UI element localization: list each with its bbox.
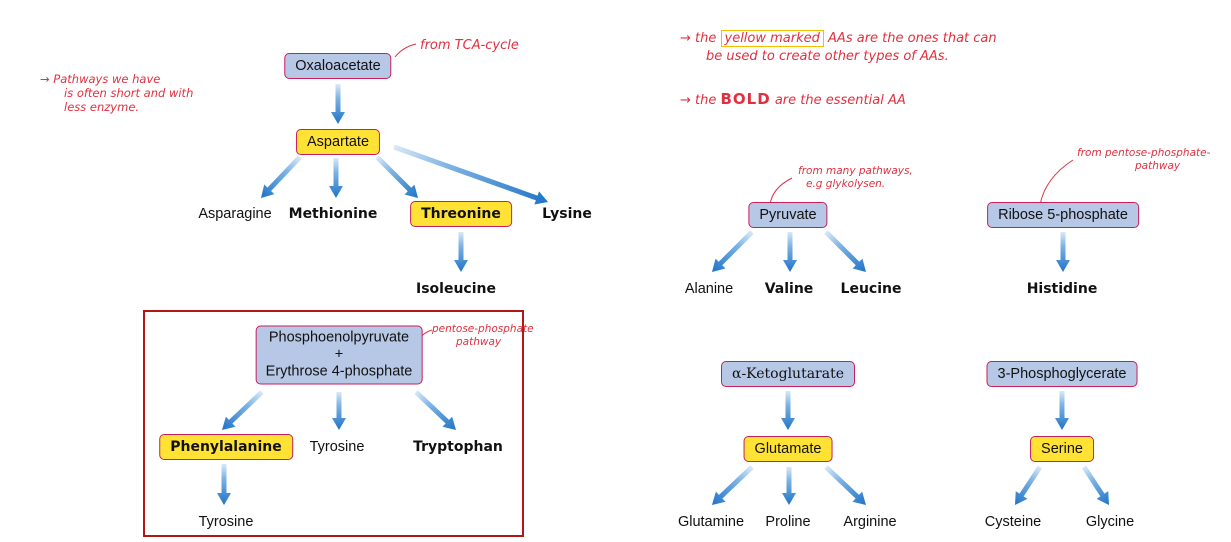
note-bold-pre: → the bbox=[680, 93, 717, 108]
arrow-pyruvate-valine bbox=[783, 232, 797, 272]
node-oxaloacetate: Oxaloacetate bbox=[284, 53, 392, 79]
node-tyrosine-mid: Tyrosine bbox=[309, 439, 365, 455]
node-3-phosphoglycerate: 3-Phosphoglycerate bbox=[986, 361, 1138, 387]
arrow-threonine-isoleucine bbox=[454, 232, 468, 272]
note-ribose-2: pathway bbox=[1135, 160, 1181, 172]
note-many-2: e.g glykolysen. bbox=[806, 178, 886, 190]
node-tryptophan: Tryptophan bbox=[413, 439, 503, 455]
arrow-aspartate-asparagine bbox=[261, 155, 302, 199]
note-yellow-marked: → the yellow marked AAs are the ones tha… bbox=[680, 30, 997, 66]
node-alanine: Alanine bbox=[684, 281, 734, 297]
node-histidine: Histidine bbox=[1026, 281, 1098, 297]
note-pathways-line-2: is often short and with bbox=[64, 86, 194, 100]
arrow-aspartate-threonine bbox=[375, 155, 419, 199]
arrow-glutamate-glutamine bbox=[712, 465, 754, 506]
note-ribose-pentose: from pentose-phosphate- pathway bbox=[1077, 147, 1210, 173]
node-tyrosine-low: Tyrosine bbox=[198, 514, 254, 530]
node-alpha-ketoglutarate: α-Ketoglutarate bbox=[721, 361, 855, 387]
pointer-ribose bbox=[1039, 159, 1074, 206]
node-aspartate: Aspartate bbox=[295, 129, 381, 155]
arrow-serine-cysteine bbox=[1015, 465, 1043, 506]
note-many-1: from many pathways, bbox=[798, 165, 913, 177]
arrow-aspartate-methionine bbox=[329, 158, 343, 198]
note-many-pathways: from many pathways, e.g glykolysen. bbox=[798, 165, 913, 191]
note-bold-essential: → the BOLD are the essential AA bbox=[680, 90, 906, 110]
pep-line-2: Erythrose 4-phosphate bbox=[265, 363, 413, 380]
node-leucine: Leucine bbox=[840, 281, 902, 297]
node-serine: Serine bbox=[1030, 436, 1094, 462]
arrow-pep-phenylalanine bbox=[222, 390, 264, 431]
node-ribose-5-phosphate: Ribose 5-phosphate bbox=[987, 202, 1139, 228]
arrow-oxaloacetate-aspartate bbox=[331, 84, 345, 124]
node-lysine: Lysine bbox=[542, 206, 592, 222]
note-pentose-left-2: pathway bbox=[456, 336, 502, 348]
note-bold-word: BOLD bbox=[720, 90, 771, 108]
node-proline: Proline bbox=[765, 514, 811, 530]
note-yellow-word: yellow marked bbox=[720, 30, 824, 47]
node-arginine: Arginine bbox=[843, 514, 897, 530]
pointer-many bbox=[769, 177, 793, 206]
pep-plus: + bbox=[334, 346, 344, 363]
note-yellow-line-1: → the yellow marked AAs are the ones tha… bbox=[680, 30, 997, 48]
arrow-aspartate-lysine bbox=[393, 144, 548, 205]
arrow-glutamate-proline bbox=[782, 467, 796, 505]
aromatic-pathway-frame bbox=[143, 310, 524, 537]
pointer-tca bbox=[394, 43, 417, 58]
node-phenylalanine: Phenylalanine bbox=[159, 434, 293, 460]
node-cysteine: Cysteine bbox=[984, 514, 1042, 530]
node-asparagine: Asparagine bbox=[198, 206, 272, 222]
arrow-ketoglutarate-glutamate bbox=[781, 391, 795, 430]
arrow-pep-tryptophan bbox=[414, 390, 457, 431]
arrow-glutamate-arginine bbox=[824, 465, 867, 506]
arrow-phenylalanine-tyrosine bbox=[217, 464, 231, 505]
note-ribose-1: from pentose-phosphate- bbox=[1077, 147, 1211, 159]
node-pep-erythrose: Phosphoenolpyruvate + Erythrose 4-phosph… bbox=[255, 325, 423, 385]
arrow-phosphoglycerate-serine bbox=[1055, 391, 1069, 430]
note-pentose-left: pentose-phosphate pathway bbox=[432, 323, 534, 349]
node-pyruvate: Pyruvate bbox=[748, 202, 828, 228]
arrow-ribose-histidine bbox=[1056, 232, 1070, 272]
note-yellow-post: AAs are the ones that can bbox=[828, 31, 997, 46]
node-valine: Valine bbox=[764, 281, 814, 297]
node-threonine: Threonine bbox=[410, 201, 512, 227]
node-isoleucine: Isoleucine bbox=[416, 281, 496, 297]
note-bold-post: are the essential AA bbox=[774, 93, 906, 108]
note-pathways-line-3: less enzyme. bbox=[64, 100, 140, 114]
node-methionine: Methionine bbox=[288, 206, 378, 222]
note-pentose-left-1: pentose-phosphate bbox=[432, 323, 534, 335]
note-pathways-short: → Pathways we have is often short and wi… bbox=[40, 72, 193, 114]
note-yellow-line-2: be used to create other types of AAs. bbox=[706, 49, 949, 64]
arrow-pyruvate-leucine bbox=[824, 230, 866, 272]
note-tca-cycle: from TCA-cycle bbox=[420, 38, 519, 53]
node-glutamine: Glutamine bbox=[677, 514, 745, 530]
node-glutamate: Glutamate bbox=[743, 436, 833, 462]
note-yellow-pre: → the bbox=[680, 31, 717, 46]
node-glycine: Glycine bbox=[1085, 514, 1135, 530]
arrow-serine-glycine bbox=[1081, 465, 1109, 506]
pep-line-1: Phosphoenolpyruvate bbox=[268, 329, 410, 346]
arrow-pep-tyrosine bbox=[332, 392, 346, 430]
note-pathways-line-1: → Pathways we have bbox=[40, 72, 161, 86]
arrow-pyruvate-alanine bbox=[712, 230, 754, 272]
